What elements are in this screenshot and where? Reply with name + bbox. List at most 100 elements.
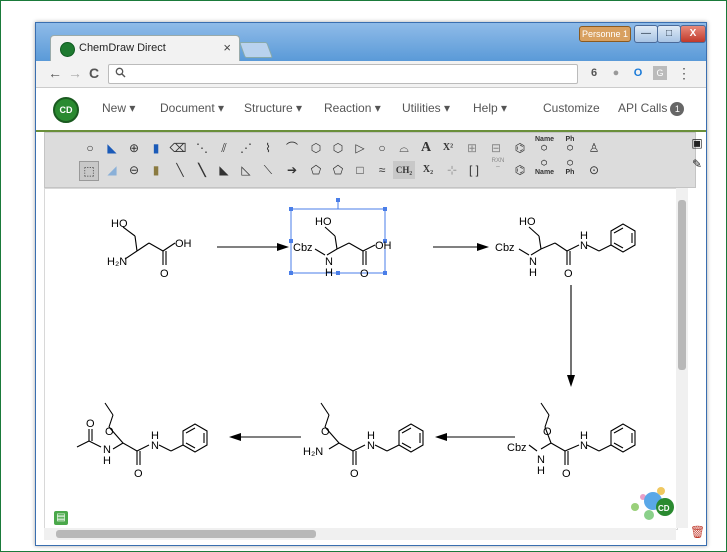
benzene-icon[interactable]: ⬡: [310, 141, 322, 155]
browser-window: ChemDraw Direct × Personne 1 — □ X ← → C…: [35, 22, 707, 546]
bond-single-icon[interactable]: ╲: [176, 163, 184, 177]
bond-bold-icon[interactable]: ╲: [198, 163, 206, 177]
label-o-5a: O: [321, 426, 330, 438]
bond-dotted-icon[interactable]: ⋱: [196, 141, 208, 155]
template-3-icon[interactable]: ⊹: [446, 163, 458, 177]
chain-n-icon[interactable]: ⌒: [285, 141, 298, 155]
label-h-4: H: [537, 465, 545, 477]
extension-icon-2[interactable]: ●: [612, 67, 620, 79]
reaction-ring-icon[interactable]: ⌬: [514, 163, 526, 177]
api-calls-badge: 1: [670, 102, 685, 116]
cyclohexane-icon[interactable]: ⬡: [332, 141, 344, 155]
ch2-icon[interactable]: CH₂: [393, 161, 415, 179]
superscript-icon[interactable]: X²: [442, 142, 454, 153]
label-n-4: N: [537, 454, 545, 466]
drawing-canvas[interactable]: HO OH H₂N O HO Cbz N H OH O HO Cbz N H H…: [44, 188, 678, 530]
label-n-6b: N: [151, 440, 159, 452]
label-o-6: O: [134, 468, 143, 480]
menu-reaction[interactable]: Reaction ▾: [324, 101, 381, 115]
rxn-icon[interactable]: RXN⌔: [491, 158, 505, 172]
bond-wedge-open-icon[interactable]: ◺: [241, 163, 251, 177]
menu-utilities[interactable]: Utilities ▾: [402, 101, 451, 115]
add-icon[interactable]: ⊙: [588, 163, 600, 177]
pentagon-icon[interactable]: ⬠: [332, 163, 344, 177]
arrow-tool-icon[interactable]: ➔: [286, 163, 298, 177]
profile-button[interactable]: Personne 1: [579, 26, 631, 42]
ph-icon[interactable]: ⬡Ph: [565, 160, 575, 176]
label-h-6: H: [103, 455, 111, 467]
back-button[interactable]: ←: [48, 65, 62, 81]
redo-icon[interactable]: ◢: [107, 163, 117, 177]
bond-hashed-icon[interactable]: ⫽: [221, 141, 227, 155]
ring-macro-icon[interactable]: ⌓: [399, 141, 409, 155]
address-bar[interactable]: [108, 64, 578, 84]
new-tab-button[interactable]: [239, 42, 273, 58]
circle-icon[interactable]: ○: [378, 141, 386, 155]
wavy-icon[interactable]: ≈: [378, 163, 386, 177]
maximize-button[interactable]: □: [657, 25, 681, 43]
bond-wedge-icon[interactable]: ◣: [219, 163, 229, 177]
horizontal-scrollbar[interactable]: [44, 528, 676, 540]
menu-structure[interactable]: Structure ▾: [244, 101, 303, 115]
ph-structure-icon[interactable]: Ph⬡: [565, 136, 575, 152]
trash-icon[interactable]: 🗑: [690, 525, 706, 539]
template-1-icon[interactable]: ⊞: [466, 141, 478, 155]
brackets-icon[interactable]: [ ]: [468, 163, 479, 177]
svg-text:CD: CD: [658, 504, 670, 513]
reload-button[interactable]: C: [89, 65, 100, 81]
name-to-structure-icon[interactable]: Name⬡: [535, 136, 555, 152]
tab-close-icon[interactable]: ×: [223, 40, 231, 55]
label-oh-1: OH: [175, 238, 192, 250]
menu-help[interactable]: Help ▾: [473, 101, 508, 115]
edit-icon[interactable]: ✎: [691, 157, 703, 171]
browser-menu-icon[interactable]: ⋮: [677, 65, 691, 81]
name-icon[interactable]: ⬡Name: [535, 160, 555, 176]
template-2-icon[interactable]: ⊟: [490, 141, 502, 155]
label-cbz-3: Cbz: [495, 242, 515, 254]
bond-wedge-hashed-icon[interactable]: ⋰: [240, 141, 252, 155]
copy-icon[interactable]: ▮: [152, 141, 160, 155]
menu-new[interactable]: New ▾: [102, 101, 136, 115]
paste-icon[interactable]: ▮: [152, 163, 160, 177]
ph-label-2: Ph: [565, 169, 575, 176]
label-n-3: N: [529, 256, 537, 268]
zoom-in-icon[interactable]: ⊕: [128, 141, 140, 155]
lasso-tool-icon[interactable]: ○: [86, 141, 94, 155]
panel-toggle-icon[interactable]: ▣: [691, 136, 703, 150]
label-o-1: O: [160, 268, 169, 280]
vertical-scroll-thumb[interactable]: [678, 200, 686, 370]
label-ho-3: HO: [519, 216, 536, 228]
clipboard-icon[interactable]: ▤: [54, 511, 68, 525]
bracket-ring-icon[interactable]: ⌬: [514, 141, 526, 155]
rxn-label: RXN: [491, 158, 505, 164]
label-o-4a: O: [543, 426, 552, 438]
extension-icon-1[interactable]: 6: [590, 67, 598, 79]
label-oh-2: OH: [375, 240, 392, 252]
square-icon[interactable]: □: [356, 163, 364, 177]
label-o-4: O: [562, 468, 571, 480]
minimize-button[interactable]: —: [634, 25, 658, 43]
bond-double-icon[interactable]: ⟍: [263, 163, 273, 177]
extension-icon-4[interactable]: G: [653, 66, 667, 80]
undo-icon[interactable]: ◣: [107, 141, 117, 155]
label-n-4b: N: [580, 440, 588, 452]
stamp-icon[interactable]: ♙: [588, 141, 600, 155]
zoom-out-icon[interactable]: ⊖: [128, 163, 140, 177]
eraser-icon[interactable]: ⌫: [169, 141, 187, 155]
label-o-2: O: [360, 268, 369, 280]
horizontal-scroll-thumb[interactable]: [56, 530, 316, 538]
forward-button[interactable]: →: [68, 65, 82, 81]
triangle-icon[interactable]: ▷: [355, 141, 365, 155]
subscript-icon[interactable]: X₂: [422, 164, 434, 175]
text-tool-icon[interactable]: A: [420, 140, 432, 155]
chain-icon[interactable]: ⌇: [265, 141, 271, 155]
marquee-tool-icon[interactable]: ⬚: [79, 161, 99, 181]
vertical-scrollbar[interactable]: [676, 188, 688, 528]
browser-tab[interactable]: ChemDraw Direct ×: [50, 35, 240, 62]
menu-customize[interactable]: Customize: [543, 101, 600, 115]
menu-document[interactable]: Document ▾: [160, 101, 225, 115]
extension-icon-3[interactable]: O: [633, 67, 643, 79]
cyclopentane-icon[interactable]: ⬠: [310, 163, 322, 177]
close-window-button[interactable]: X: [680, 25, 706, 43]
